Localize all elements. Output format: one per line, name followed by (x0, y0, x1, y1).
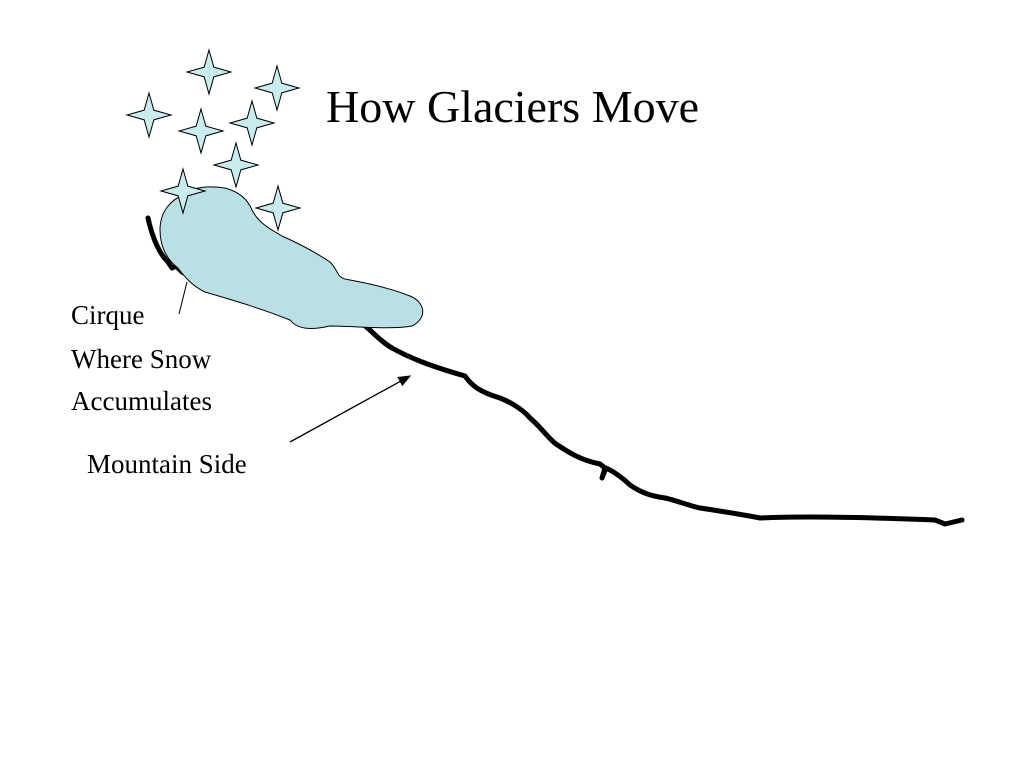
mountain-side-label: Mountain Side (87, 449, 247, 479)
cirque-label: Cirque (71, 300, 145, 330)
snowflake-star-icon (125, 91, 173, 139)
mountain-side-arrow (289, 375, 412, 443)
snowflake-star-icon (254, 184, 302, 232)
snowflakes (125, 48, 302, 232)
cirque-pointer-line (178, 281, 188, 315)
snowflake-star-icon (185, 48, 233, 96)
page-title: How Glaciers Move (326, 81, 700, 132)
snowflake-star-icon (159, 167, 207, 215)
snow-accumulates-label-line2: Accumulates (71, 386, 212, 416)
snowflake-star-icon (212, 141, 260, 189)
glacier-ice (159, 186, 424, 329)
snowflake-star-icon (253, 64, 301, 112)
snow-accumulates-label-line1: Where Snow (71, 344, 212, 374)
snowflake-star-icon (177, 107, 225, 155)
snowflake-star-icon (228, 99, 276, 147)
